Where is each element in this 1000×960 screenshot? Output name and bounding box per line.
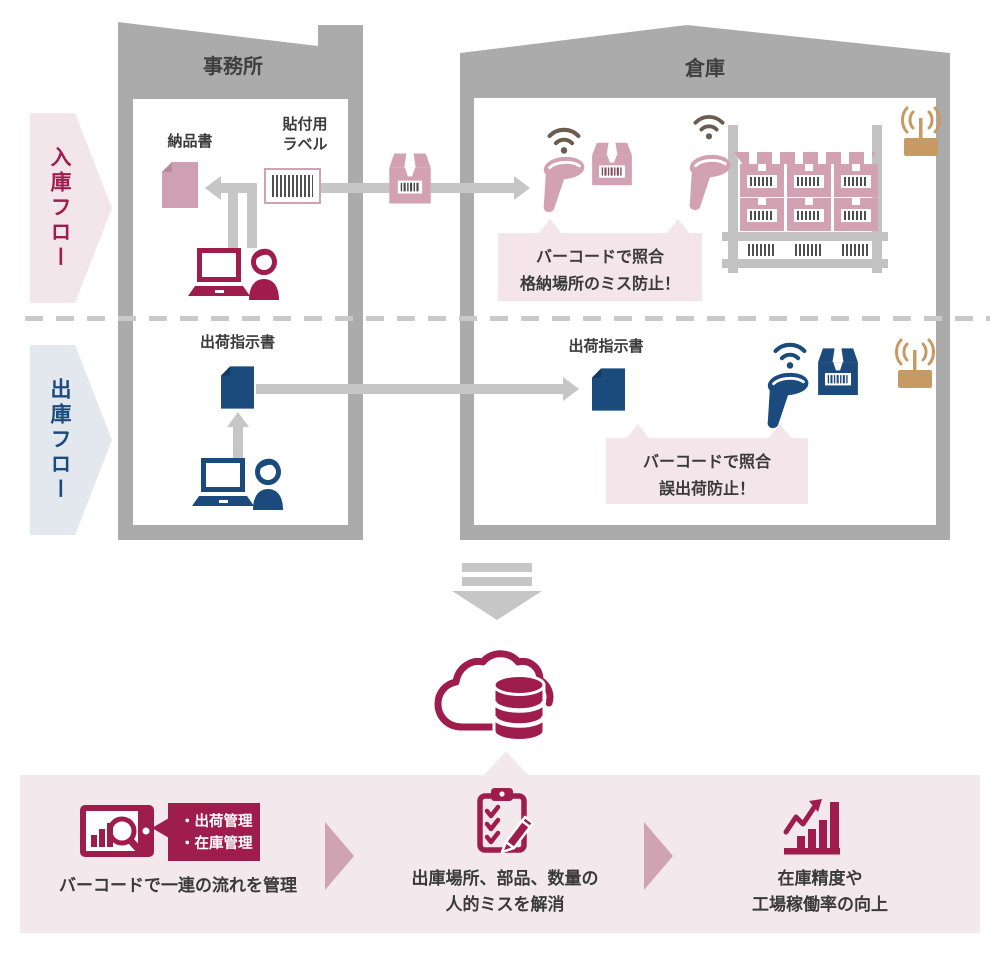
wireless-router-icon [895,338,935,388]
rack-canopy [734,152,876,164]
step3-caption: 在庫精度や 工場稼働率の向上 [708,866,932,919]
inbound-transfer-arrowhead [514,176,530,200]
warehouse-shipping-instruction-label: 出荷指示書 [568,337,644,355]
cloud-database-icon [434,650,554,742]
barcode-scanner-icon [543,156,585,213]
shelf-barcode-label [795,244,823,256]
delivery-note-label: 納品書 [167,132,213,150]
management-bubble: ・出荷管理 ・在庫管理 [168,803,260,861]
sticker-label-caption: 貼付用 ラベル [262,114,348,155]
band-tail [483,751,529,776]
step3-caption-line1: 在庫精度や [777,869,863,889]
checklist-icon [477,788,535,854]
inbound-flow-arrow: 入庫フロー [30,113,112,303]
wifi-icon [773,342,807,369]
down-arrow-bar [462,563,532,572]
outbound-bubble-line2: 誤出荷防止！ [658,479,755,499]
outbound-check-bubble: バーコードで照合 誤出荷防止！ [606,424,808,504]
barcode-monitor-icon [80,805,154,857]
outbound-bubble-line1: バーコードで照合 [642,452,771,471]
inbound-flow-label: 入庫フロー [48,145,72,271]
delivery-note-document-icon [162,162,198,208]
flow-separator-dashed-line [25,316,990,321]
storage-rack [722,125,888,273]
band-arrow [644,822,673,890]
sticker-barcode-label [264,168,321,204]
office-title: 事務所 [203,54,263,78]
wireless-router-icon [901,106,941,156]
sticker-label-line1: 貼付用 [282,115,328,133]
warehouse-box-inbound-icon [592,142,632,186]
shelf-barcode-label [748,244,776,256]
outbound-transfer-line [256,384,564,394]
barcode-scanner-icon [689,154,731,211]
warehouse-title: 倉庫 [685,56,725,80]
step2-caption: 出庫場所、部品、数量の 人的ミスを解消 [383,866,627,919]
warehouse-box-outbound-icon [818,348,858,395]
barcode-scanner-icon [767,372,809,429]
band-arrow [325,822,354,890]
connector-line [247,183,257,248]
step2-caption-line1: 出庫場所、部品、数量の [411,869,599,889]
connector-line [228,183,238,248]
wifi-icon [693,115,725,140]
bubble-tail [666,219,690,234]
step2-caption-line2: 人的ミスを解消 [445,895,565,916]
arrow-to-delivery-note [205,176,221,200]
wifi-icon [547,127,581,154]
connector-line [233,426,243,458]
minibubble-tail [152,818,169,838]
bubble-tail [538,219,562,234]
step1-caption: バーコードで一連の流れを管理 [59,876,297,896]
management-bubble-item2: ・在庫管理 [180,836,253,853]
bubble-tail [768,424,792,439]
outbound-flow-arrow: 出庫フロー [30,345,112,535]
office-shipping-instruction-label: 出荷指示書 [199,333,275,351]
inbound-bubble-line1: バーコードで照合 [535,247,664,266]
growth-chart-icon [783,799,840,855]
management-bubble-item1: ・出荷管理 [180,814,253,830]
warehouse-shipping-document-icon [592,368,625,411]
sticker-label-line2: ラベル [282,135,328,154]
outbound-flow-label: 出庫フロー [48,377,72,503]
office-operator-inbound-icon [188,248,279,300]
down-arrow-bar [462,577,532,586]
inbound-check-bubble: バーコードで照合 格納場所のミス防止！ [498,219,702,301]
shelf-barcode-label [842,244,870,256]
transit-box-icon [389,153,431,204]
office-operator-outbound-icon [192,458,283,510]
step3-caption-line2: 工場稼働率の向上 [752,895,888,916]
outbound-transfer-arrowhead [563,377,579,401]
down-arrowhead [452,591,542,620]
office-shipping-document-icon [221,366,254,409]
inbound-bubble-line2: 格納場所のミス防止！ [519,274,680,294]
up-arrow-to-document [227,412,249,427]
bubble-tail [626,424,650,439]
